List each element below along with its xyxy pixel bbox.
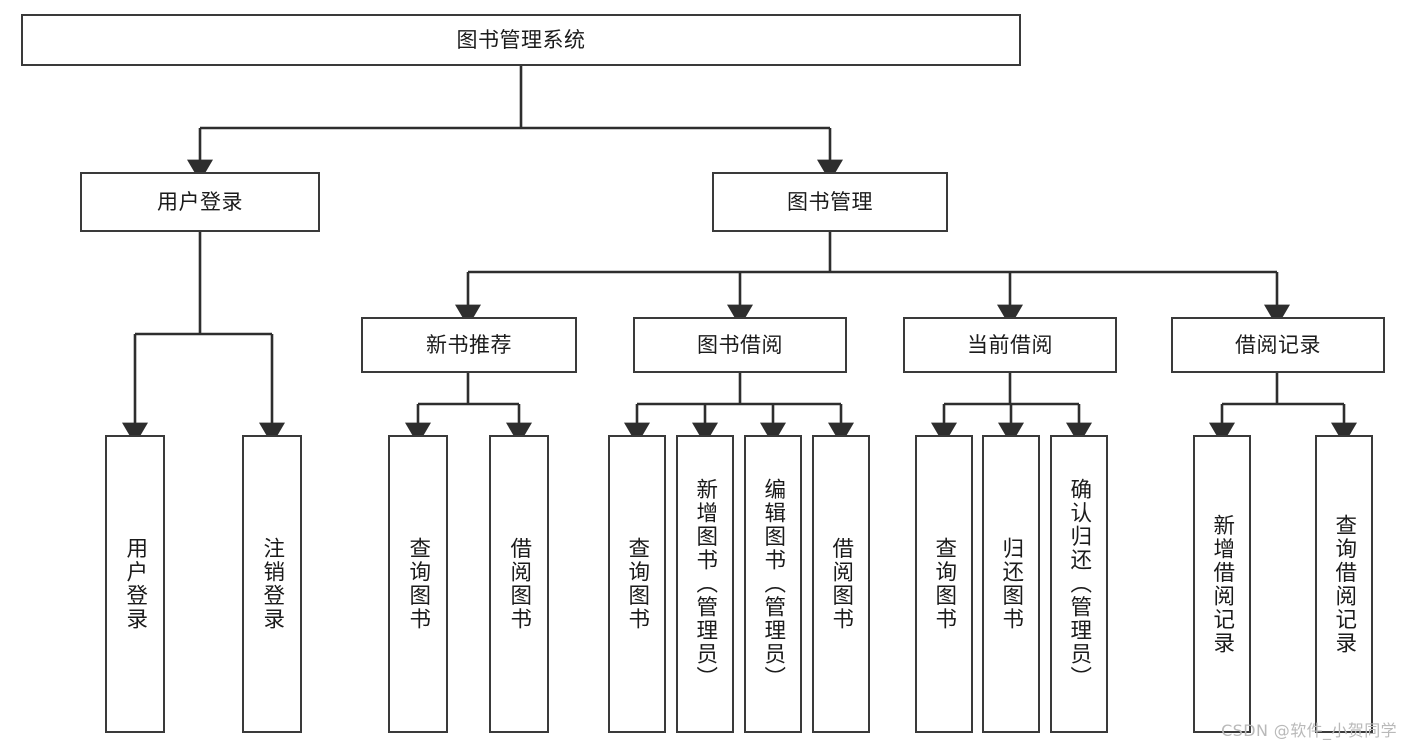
leaf-user-login-login[interactable]: 用户登录 bbox=[105, 435, 165, 733]
leaf-new-book-borrow-book[interactable]: 借阅图书 bbox=[489, 435, 549, 733]
node-new-book-recommend[interactable]: 新书推荐 bbox=[361, 317, 577, 373]
leaf-user-login-logout[interactable]: 注销登录 bbox=[242, 435, 302, 733]
node-root-book-management-system[interactable]: 图书管理系统 bbox=[21, 14, 1021, 66]
node-current-borrow[interactable]: 当前借阅 bbox=[903, 317, 1117, 373]
leaf-book-borrow-query-book[interactable]: 查询图书 bbox=[608, 435, 666, 733]
leaf-current-borrow-query-book[interactable]: 查询图书 bbox=[915, 435, 973, 733]
node-book-borrow[interactable]: 图书借阅 bbox=[633, 317, 847, 373]
leaf-new-book-query-book[interactable]: 查询图书 bbox=[388, 435, 448, 733]
node-borrow-record[interactable]: 借阅记录 bbox=[1171, 317, 1385, 373]
leaf-book-borrow-add-book-admin[interactable]: 新增图书（管理员） bbox=[676, 435, 734, 733]
leaf-book-borrow-edit-book-admin[interactable]: 编辑图书（管理员） bbox=[744, 435, 802, 733]
node-user-login[interactable]: 用户登录 bbox=[80, 172, 320, 232]
csdn-watermark: CSDN @软件_小贺同学 bbox=[1221, 721, 1397, 740]
leaf-current-borrow-confirm-return-admin[interactable]: 确认归还（管理员） bbox=[1050, 435, 1108, 733]
leaf-current-borrow-return-book[interactable]: 归还图书 bbox=[982, 435, 1040, 733]
leaf-borrow-record-query-record[interactable]: 查询借阅记录 bbox=[1315, 435, 1373, 733]
node-book-management[interactable]: 图书管理 bbox=[712, 172, 948, 232]
leaf-book-borrow-borrow-book[interactable]: 借阅图书 bbox=[812, 435, 870, 733]
leaf-borrow-record-add-record[interactable]: 新增借阅记录 bbox=[1193, 435, 1251, 733]
